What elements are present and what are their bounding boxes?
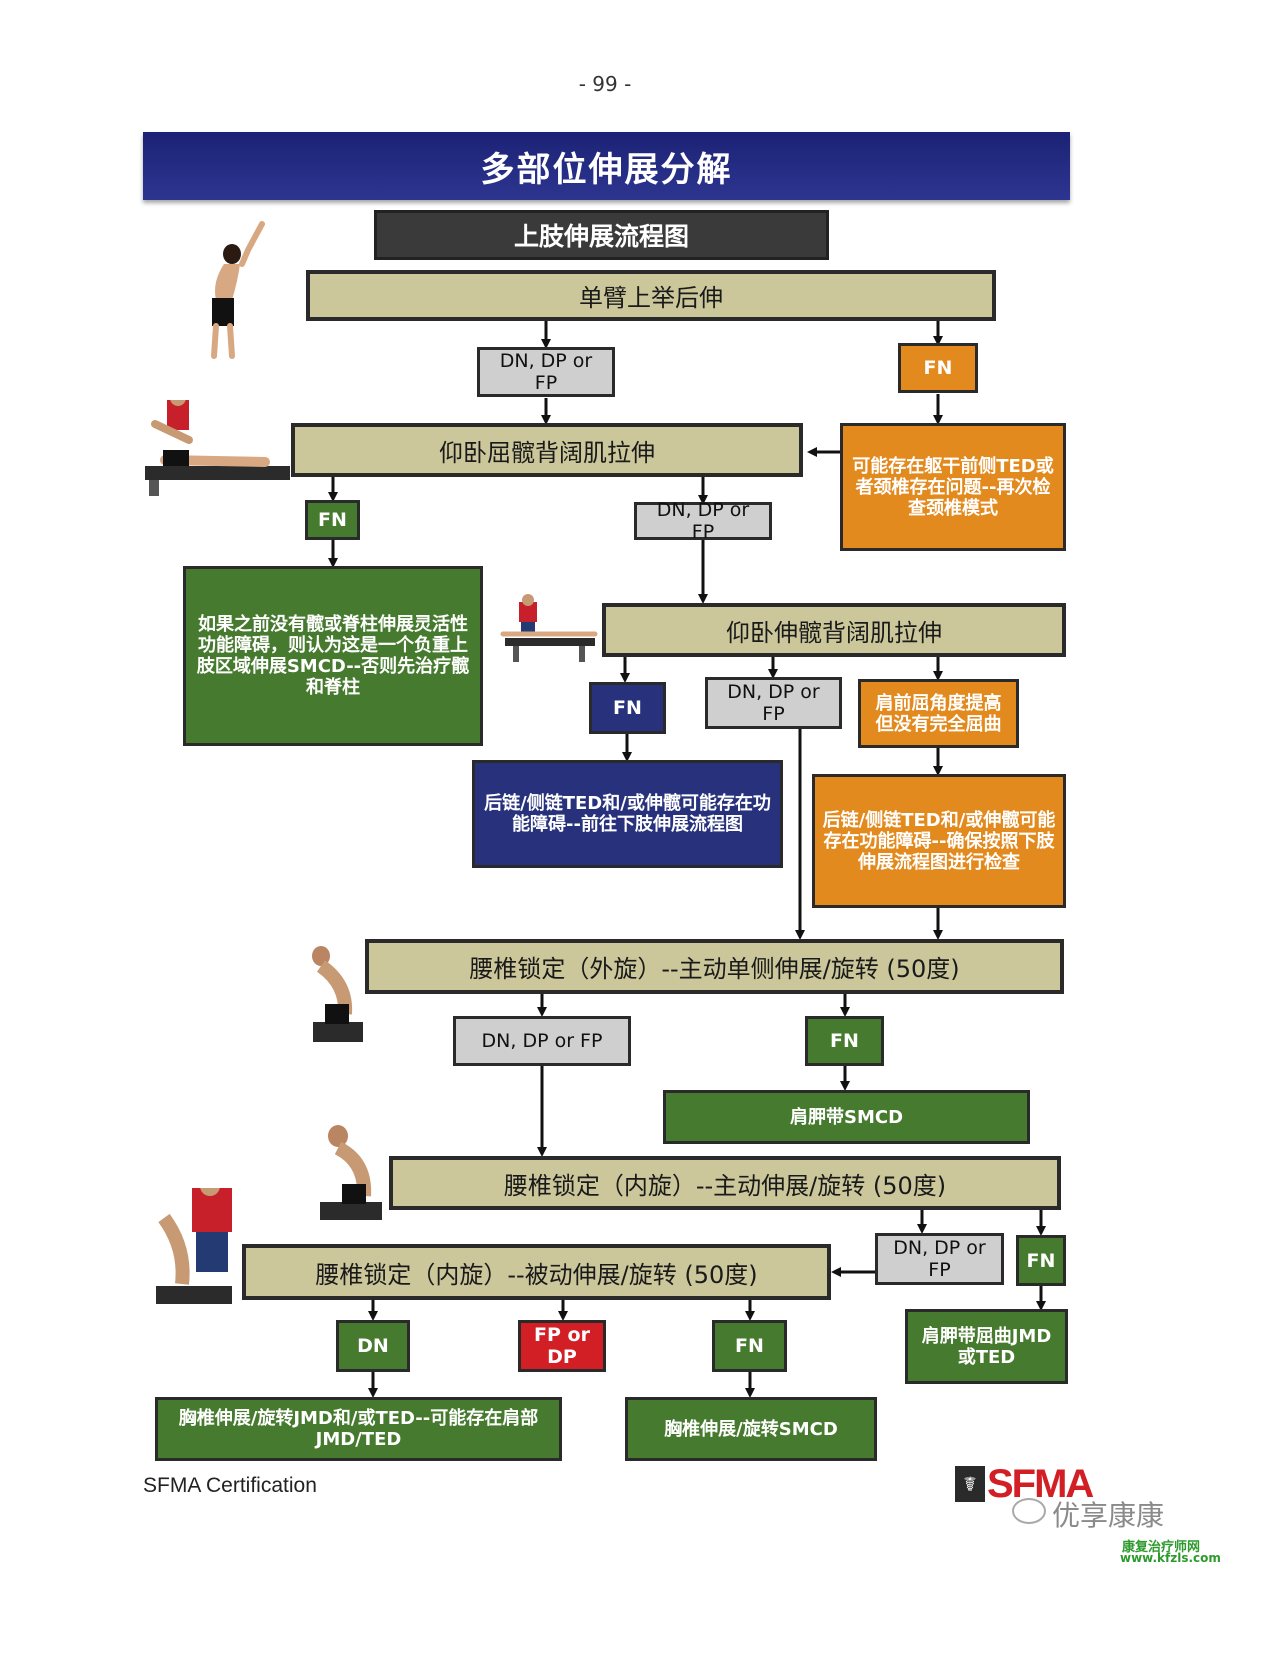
- watermark-site-url: www.kfzls.com: [1120, 1551, 1221, 1565]
- test-lumbar-ir-active-box: 腰椎锁定（内旋）--主动伸展/旋转 (50度): [389, 1156, 1061, 1210]
- result-box-4: DN, DP or FP: [634, 502, 772, 540]
- figure-lumbar-er-image: [307, 944, 367, 1044]
- result-box-6: DN, DP or FP: [705, 677, 842, 729]
- result-box-12: FP or DP: [518, 1320, 606, 1372]
- result-box-5: FN: [589, 682, 666, 734]
- result-dn-dp-fp: DN, DP or FP: [486, 350, 606, 394]
- result-fn: FN: [924, 357, 953, 379]
- section-title: 上肢伸展流程图: [374, 210, 829, 260]
- note-posterior-chain-orange-box: 后链/侧链TED和/或伸髋可能存在功能障碍--确保按照下肢伸展流程图进行检查: [812, 774, 1066, 908]
- caduceus-icon: ☤: [955, 1466, 985, 1502]
- result-box-2: FN: [898, 343, 978, 393]
- footer-certification: SFMA Certification: [143, 1474, 317, 1498]
- result-fn: FN: [1027, 1250, 1056, 1272]
- section-title-text: 上肢伸展流程图: [514, 217, 689, 253]
- note-trunk-cervical: 可能存在躯干前侧TED或者颈椎存在问题--再次检查颈椎模式: [851, 456, 1055, 519]
- test-supine-flexed: 仰卧屈髋背阔肌拉伸: [439, 433, 655, 468]
- result-box-10: FN: [1016, 1235, 1066, 1286]
- note-shoulder-flexion: 肩前屈角度提高但没有完全屈曲: [867, 693, 1010, 735]
- note-thoracic-jmd: 胸椎伸展/旋转JMD和/或TED--可能存在肩部JMD/TED: [164, 1408, 553, 1450]
- test-supine-extended-box: 仰卧伸髋背阔肌拉伸: [602, 603, 1066, 657]
- result-box-9: DN, DP or FP: [875, 1233, 1004, 1285]
- result-dn: DN: [357, 1335, 389, 1357]
- note-scapular-flexion-jmd: 肩胛带屈曲JMD或TED: [914, 1326, 1059, 1368]
- watermark-text: 优享康康: [1052, 1494, 1164, 1534]
- result-fn: FN: [318, 509, 347, 531]
- figure-lumbar-ir-active-image: [316, 1122, 386, 1222]
- test-lumbar-ir-passive-box: 腰椎锁定（内旋）--被动伸展/旋转 (50度): [242, 1244, 831, 1300]
- figure-standing-extension-image: [202, 220, 282, 362]
- result-dn-dp-fp: DN, DP or FP: [714, 681, 833, 725]
- result-fn: FN: [613, 697, 642, 719]
- result-box-8: FN: [805, 1016, 884, 1066]
- note-scapular-flexion-jmd-box: 肩胛带屈曲JMD或TED: [905, 1309, 1068, 1384]
- test-lumbar-er: 腰椎锁定（外旋）--主动单侧伸展/旋转 (50度): [469, 949, 959, 984]
- note-upper-body-smcd-box: 如果之前没有髋或脊柱伸展灵活性功能障碍，则认为这是一个负重上肢区域伸展SMCD-…: [183, 566, 483, 746]
- note-shoulder-flexion-box: 肩前屈角度提高但没有完全屈曲: [858, 679, 1019, 748]
- result-fp-or-dp: FP or DP: [527, 1324, 597, 1368]
- test-supine-extended: 仰卧伸髋背阔肌拉伸: [726, 613, 942, 648]
- result-box-3: FN: [305, 500, 360, 540]
- result-dn-dp-fp: DN, DP or FP: [884, 1237, 995, 1281]
- result-box-11: DN: [336, 1320, 410, 1372]
- note-upper-body-smcd: 如果之前没有髋或脊柱伸展灵活性功能障碍，则认为这是一个负重上肢区域伸展SMCD-…: [192, 614, 474, 698]
- result-box-1: DN, DP or FP: [477, 347, 615, 397]
- test-single-arm: 单臂上举后伸: [579, 278, 723, 313]
- note-thoracic-jmd-box: 胸椎伸展/旋转JMD和/或TED--可能存在肩部JMD/TED: [155, 1397, 562, 1461]
- result-box-13: FN: [712, 1320, 787, 1372]
- note-posterior-chain-orange: 后链/侧链TED和/或伸髋可能存在功能障碍--确保按照下肢伸展流程图进行检查: [821, 810, 1057, 873]
- wechat-icon: [1012, 1498, 1046, 1524]
- test-lumbar-ir-active: 腰椎锁定（内旋）--主动伸展/旋转 (50度): [504, 1166, 946, 1201]
- result-fn: FN: [830, 1030, 859, 1052]
- figure-lumbar-ir-passive-image: [156, 1188, 240, 1306]
- note-thoracic-smcd: 胸椎伸展/旋转SMCD: [664, 1419, 838, 1440]
- note-posterior-chain-blue: 后链/侧链TED和/或伸髋可能存在功能障碍--前往下肢伸展流程图: [481, 793, 774, 835]
- note-thoracic-smcd-box: 胸椎伸展/旋转SMCD: [625, 1397, 877, 1461]
- result-fn: FN: [735, 1335, 764, 1357]
- test-single-arm-box: 单臂上举后伸: [306, 270, 996, 321]
- result-box-7: DN, DP or FP: [453, 1016, 631, 1066]
- test-lumbar-er-box: 腰椎锁定（外旋）--主动单侧伸展/旋转 (50度): [365, 939, 1064, 994]
- note-scapular-smcd: 肩胛带SMCD: [790, 1107, 903, 1128]
- note-posterior-chain-blue-box: 后链/侧链TED和/或伸髋可能存在功能障碍--前往下肢伸展流程图: [472, 760, 783, 868]
- test-supine-flexed-box: 仰卧屈髋背阔肌拉伸: [291, 423, 803, 477]
- result-dn-dp-fp: DN, DP or FP: [643, 499, 763, 543]
- note-trunk-cervical-box: 可能存在躯干前侧TED或者颈椎存在问题--再次检查颈椎模式: [840, 423, 1066, 551]
- result-dn-dp-fp: DN, DP or FP: [482, 1030, 603, 1052]
- note-scapular-smcd-box: 肩胛带SMCD: [663, 1090, 1030, 1144]
- test-lumbar-ir-passive: 腰椎锁定（内旋）--被动伸展/旋转 (50度): [315, 1255, 757, 1290]
- figure-supine-extended-hip-image: [499, 594, 599, 666]
- flowchart-page: - 99 - 多部位伸展分解: [0, 0, 1227, 1568]
- figure-supine-flexed-hip-image: [145, 400, 290, 498]
